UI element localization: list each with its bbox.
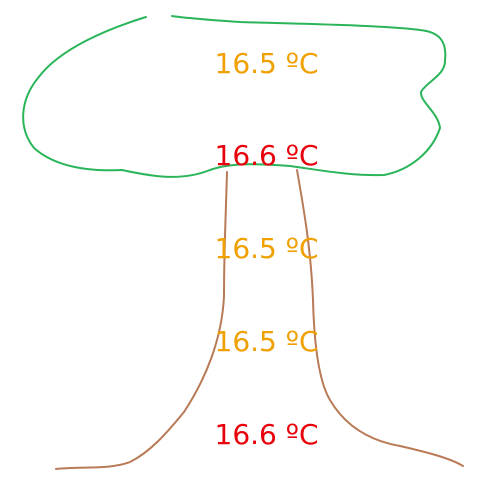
trunk-right-outline <box>296 169 464 467</box>
canopy-outline <box>22 15 447 178</box>
temperature-reading-canopy-base: 16.6 ºC <box>214 139 319 172</box>
temperature-reading-trunk-upper: 16.5 ºC <box>214 232 319 265</box>
temperature-reading-ground: 16.6 ºC <box>214 418 319 451</box>
trunk-left-outline <box>55 171 228 470</box>
temperature-reading-canopy-top: 16.5 ºC <box>214 47 319 80</box>
temperature-reading-trunk-lower: 16.5 ºC <box>214 325 319 358</box>
